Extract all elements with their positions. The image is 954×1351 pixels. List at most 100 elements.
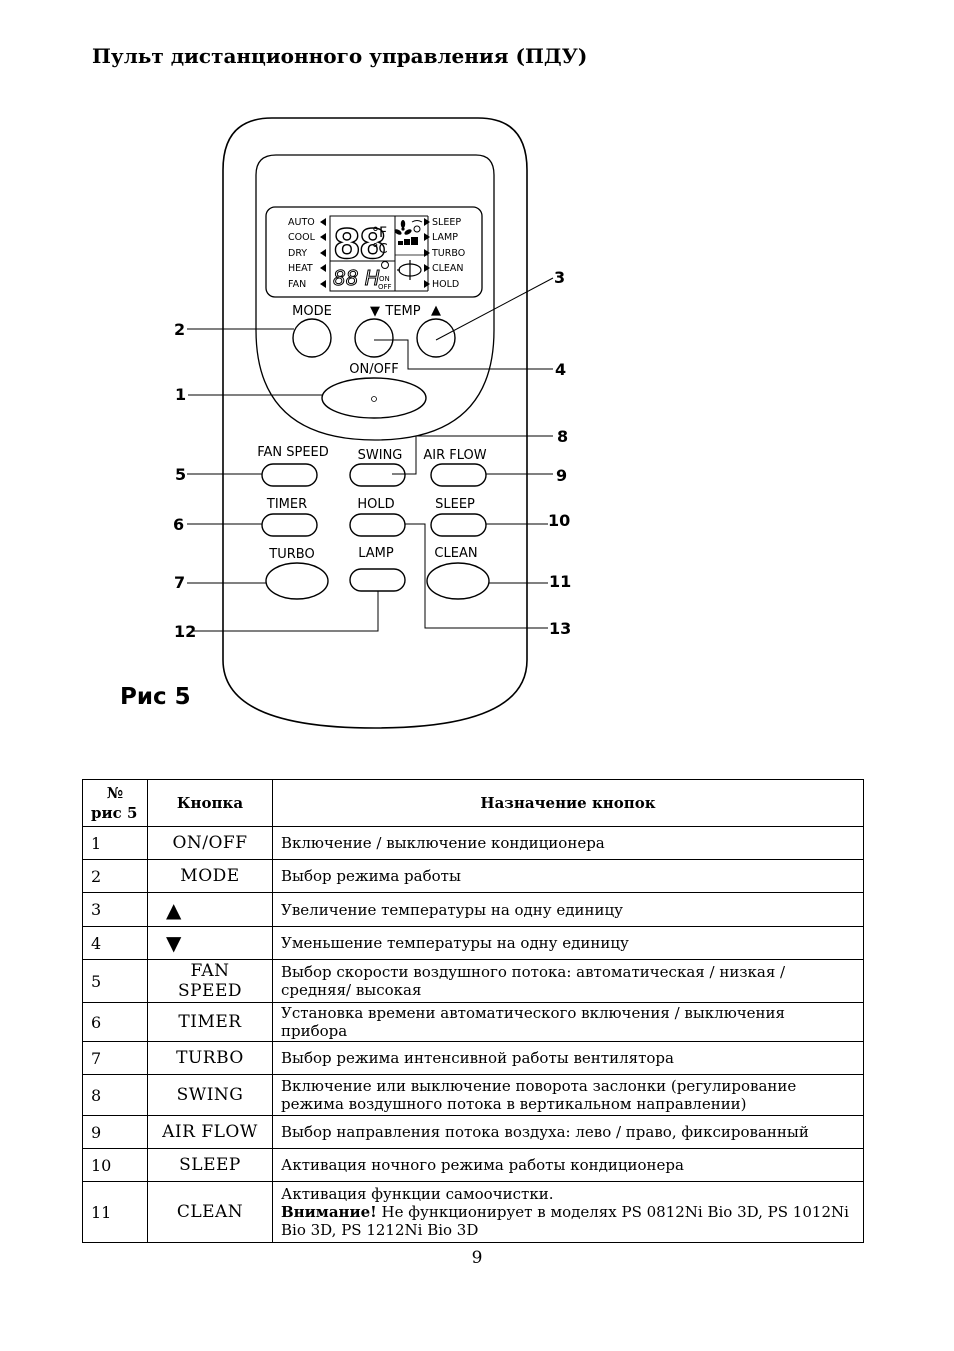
- row-description: Выбор режима работы: [272, 859, 864, 893]
- onoff-indicator-icon: [371, 396, 377, 402]
- row-description: Увеличение температуры на одну единицу: [272, 892, 864, 927]
- table-row: 7 TURBO Выбор режима интенсивной работы …: [82, 1041, 864, 1075]
- row-description: Активация функции самоочистки. Внимание!…: [272, 1181, 864, 1243]
- header-number: № рис 5: [82, 779, 148, 827]
- lcd-mode-cool: COOL: [288, 232, 316, 243]
- timer-label: TIMER: [266, 497, 307, 512]
- table-row: 8 SWING Включение или выключение поворот…: [82, 1074, 864, 1116]
- fan-speed-button[interactable]: [261, 463, 318, 487]
- header-number-line1: №: [106, 784, 124, 802]
- turbo-button[interactable]: [265, 562, 329, 600]
- callout-4: 4: [555, 360, 566, 379]
- header-button: Кнопка: [147, 779, 273, 827]
- table-header-row: № рис 5 Кнопка Назначение кнопок: [82, 779, 864, 827]
- lcd-mode-hold: HOLD: [432, 279, 459, 290]
- lcd-left-indicators: [320, 218, 326, 288]
- swing-button[interactable]: [349, 463, 406, 487]
- callout-5: 5: [175, 465, 186, 484]
- lcd-temp-digits: 88: [333, 222, 385, 268]
- row-description: Выбор направления потока воздуха: лево /…: [272, 1115, 864, 1149]
- row-warning: Внимание! Не функционирует в моделях PS …: [281, 1203, 855, 1239]
- table-row: 6 TIMER Установка времени автоматическог…: [82, 1002, 864, 1042]
- row-description: Включение / выключение кондиционера: [272, 826, 864, 860]
- row-button: FAN SPEED: [147, 959, 273, 1003]
- row-description: Уменьшение температуры на одну единицу: [272, 926, 864, 960]
- lcd-on-label: ON: [379, 275, 390, 283]
- fan-speed-bars-icon: [398, 237, 418, 245]
- row-description: Включение или выключение поворота заслон…: [272, 1074, 864, 1116]
- table-row: 10 SLEEP Активация ночного режима работы…: [82, 1148, 864, 1182]
- onoff-button-label: ON/OFF: [349, 362, 399, 377]
- lcd-mode-dry: DRY: [288, 248, 307, 259]
- turbo-label: TURBO: [268, 547, 314, 562]
- temp-down-button[interactable]: [354, 318, 394, 358]
- lcd-unit-f: °F: [372, 225, 387, 241]
- row-button: ON/OFF: [147, 826, 273, 860]
- row-number: 4: [82, 926, 148, 960]
- table-row: 3 ▲ Увеличение температуры на одну едини…: [82, 892, 864, 927]
- temp-up-button[interactable]: [416, 318, 456, 358]
- onoff-button[interactable]: [321, 377, 427, 419]
- lcd-mode-turbo: TURBO: [431, 248, 465, 259]
- lcd-mode-heat: HEAT: [288, 263, 313, 274]
- timer-button[interactable]: [261, 513, 318, 537]
- row-button: SWING: [147, 1074, 273, 1116]
- lcd-mode-auto: AUTO: [288, 217, 315, 228]
- air-flow-button[interactable]: [430, 463, 487, 487]
- lcd-mode-clean: CLEAN: [432, 263, 464, 274]
- row-description: Выбор режима интенсивной работы вентилят…: [272, 1041, 864, 1075]
- swing-flap-icon: [397, 260, 422, 280]
- temp-down-arrow: ▼: [370, 304, 380, 319]
- lcd-unit-c: °C: [372, 242, 388, 257]
- header-purpose: Назначение кнопок: [272, 779, 864, 827]
- callout-3: 3: [554, 268, 565, 287]
- swing-label: SWING: [358, 448, 403, 463]
- table-row: 5 FAN SPEED Выбор скорости воздушного по…: [82, 959, 864, 1003]
- callout-8: 8: [557, 427, 568, 446]
- row-button-down-arrow: ▼: [147, 926, 273, 960]
- callout-10: 10: [548, 511, 570, 530]
- header-number-line2: рис 5: [91, 804, 138, 822]
- temp-label: TEMP: [384, 304, 420, 319]
- mode-button[interactable]: [292, 318, 332, 358]
- lcd-mode-fan: FAN: [288, 279, 306, 290]
- fan-icon: [394, 220, 412, 235]
- mode-button-label: MODE: [292, 304, 332, 319]
- sleep-icon: [411, 220, 423, 233]
- row-description-main: Активация функции самоочистки.: [281, 1185, 554, 1203]
- remote-body: [222, 117, 528, 729]
- sleep-button[interactable]: [430, 513, 487, 537]
- row-number: 8: [82, 1074, 148, 1116]
- lcd-timer-digits: 88 H: [333, 266, 380, 290]
- figure-caption: Рис 5: [120, 684, 191, 710]
- hold-button[interactable]: [349, 513, 406, 537]
- lcd-center-box: [329, 215, 396, 292]
- remote-upper-panel: [255, 154, 495, 441]
- row-number: 11: [82, 1181, 148, 1243]
- callout-2: 2: [174, 320, 185, 339]
- callout-6: 6: [173, 515, 184, 534]
- lamp-button[interactable]: [349, 568, 406, 592]
- fan-speed-label: FAN SPEED: [257, 445, 329, 460]
- table-row: 1 ON/OFF Включение / выключение кондицио…: [82, 826, 864, 860]
- row-number: 2: [82, 859, 148, 893]
- buttons-table: № рис 5 Кнопка Назначение кнопок 1 ON/OF…: [82, 779, 864, 1243]
- clean-button[interactable]: [426, 562, 490, 600]
- table-row: 2 MODE Выбор режима работы: [82, 859, 864, 893]
- row-button: MODE: [147, 859, 273, 893]
- table-row: 4 ▼ Уменьшение температуры на одну едини…: [82, 926, 864, 960]
- lcd-screen: [265, 206, 483, 298]
- sleep-label: SLEEP: [435, 497, 475, 512]
- lcd-off-label: OFF: [378, 283, 392, 291]
- callout-lines: [187, 277, 554, 632]
- lamp-label: LAMP: [358, 546, 394, 561]
- warning-label: Внимание!: [281, 1203, 377, 1221]
- page-number: 9: [471, 1248, 483, 1268]
- callout-7: 7: [174, 573, 185, 592]
- row-button-up-arrow: ▲: [147, 892, 273, 927]
- remote-figure: AUTO COOL DRY HEAT FAN SLEEP LAMP TURBO …: [173, 117, 571, 729]
- row-number: 7: [82, 1041, 148, 1075]
- callout-12: 12: [174, 622, 196, 641]
- row-number: 6: [82, 1002, 148, 1042]
- callout-1: 1: [175, 385, 186, 404]
